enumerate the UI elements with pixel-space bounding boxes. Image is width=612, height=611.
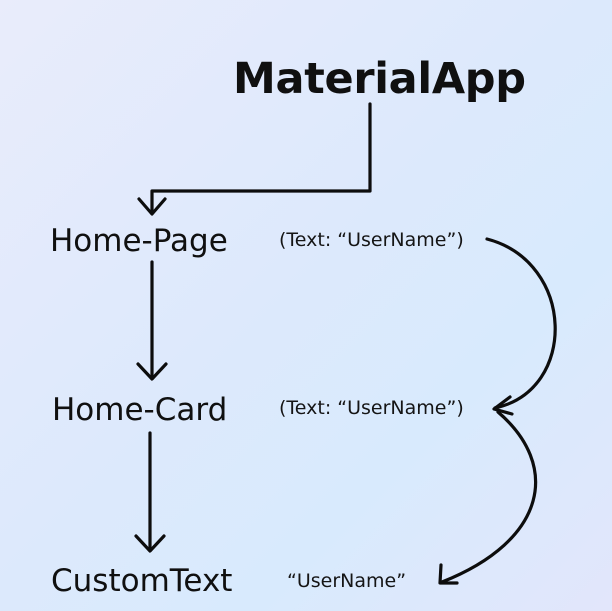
arrowhead	[137, 197, 167, 216]
edge-home-page-to-home-card	[136, 260, 168, 381]
arrowhead	[438, 563, 459, 585]
edge-home-card-to-custom-text	[134, 431, 166, 553]
annotation-home-page: (Text: “UserName”)	[279, 229, 464, 251]
flow-curve	[440, 410, 538, 584]
edge-materialapp-to-home-page	[137, 102, 372, 216]
flow-home-page-to-home-card	[485, 237, 557, 416]
arrowhead	[134, 534, 166, 553]
root-widget-material-app: MaterialApp	[233, 54, 526, 104]
widget-home-page: Home-Page	[50, 223, 228, 259]
flow-home-card-to-custom-text	[438, 410, 538, 585]
arrowhead	[136, 362, 168, 381]
edge-line	[150, 102, 372, 215]
arrowhead	[492, 395, 514, 416]
widget-custom-text: CustomText	[51, 563, 233, 599]
widget-home-card: Home-Card	[52, 392, 228, 428]
annotation-home-card: (Text: “UserName”)	[279, 397, 464, 419]
flow-curve	[485, 237, 557, 410]
annotation-custom-text: “UserName”	[287, 570, 407, 592]
